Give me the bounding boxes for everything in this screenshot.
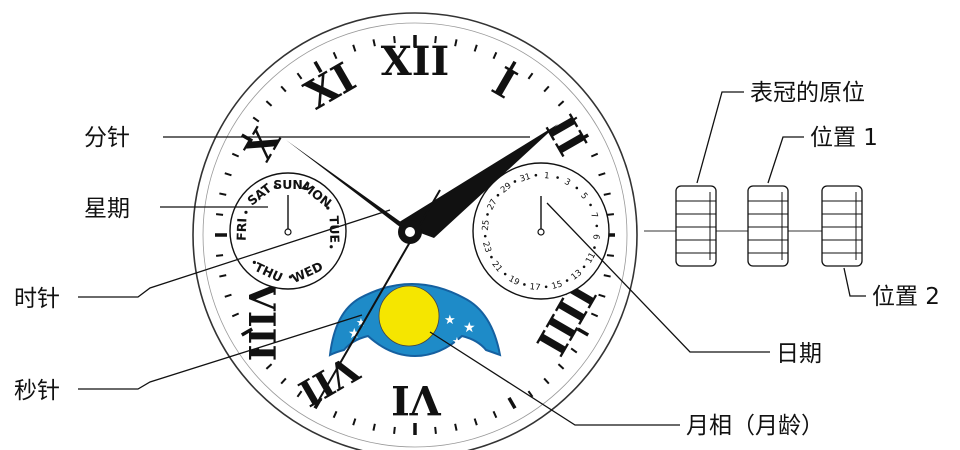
weekday-dot: [244, 211, 247, 214]
label-hour-hand: 时针: [14, 286, 60, 312]
star-icon: ★: [452, 335, 462, 348]
minute-tick: [607, 214, 614, 215]
date-dot: [589, 204, 592, 207]
date-dot: [535, 174, 538, 177]
minute-tick: [219, 275, 226, 276]
date-dot: [523, 283, 526, 286]
weekday-dot: [326, 206, 329, 209]
moon-icon: [379, 286, 439, 346]
weekday-dot: [289, 275, 292, 278]
label-moon-phase: 月相（月龄）: [686, 413, 824, 439]
date-label: 25: [481, 219, 492, 231]
weekday-label: FRI: [234, 218, 250, 241]
label-minute-hand: 分针: [84, 125, 130, 151]
date-dot: [504, 273, 507, 276]
weekday-pivot: [285, 229, 291, 235]
weekday-dot: [274, 185, 277, 188]
minute-tick: [607, 255, 614, 256]
leader-position-2: [844, 268, 866, 296]
numeral-xii: XII: [381, 38, 449, 85]
numeral-vi: VI: [391, 376, 442, 423]
minute-tick: [435, 427, 436, 434]
minute-tick: [216, 214, 223, 215]
minute-tick: [216, 255, 223, 256]
date-dot: [595, 225, 598, 228]
star-icon: ★: [444, 313, 456, 328]
crown-position-1: [748, 186, 788, 266]
leader-crown-original: [697, 92, 744, 183]
star-icon: ★: [463, 320, 476, 336]
date-dot: [566, 279, 569, 282]
minute-tick: [373, 39, 374, 46]
weekday-dot: [253, 261, 256, 264]
date-dot: [497, 194, 500, 197]
date-dot: [545, 285, 548, 288]
crown-original: [676, 186, 716, 266]
label-date: 日期: [776, 341, 822, 367]
minute-tick: [455, 39, 456, 46]
date-dot: [593, 246, 596, 249]
date-dot: [484, 235, 487, 238]
date-dot: [583, 266, 586, 269]
minute-tick: [219, 193, 226, 194]
weekday-label: SUN: [273, 177, 303, 192]
label-position-2: 位置 2: [872, 284, 940, 310]
minute-tick: [373, 424, 374, 431]
crown-position-2: [822, 186, 862, 266]
date-pivot: [538, 229, 544, 235]
leader-position-1: [768, 137, 804, 183]
date-label: 9: [592, 234, 603, 240]
label-second-hand: 秒针: [14, 378, 60, 404]
date-dot: [514, 180, 517, 183]
label-weekday: 星期: [84, 196, 130, 222]
date-dot: [556, 176, 559, 179]
date-label: 1: [544, 171, 550, 182]
minute-tick: [455, 424, 456, 431]
label-position-1: 位置 1: [810, 125, 878, 151]
weekday-dot: [330, 245, 333, 248]
date-label: 17: [529, 282, 541, 293]
date-dot: [490, 256, 493, 259]
date-dot: [486, 213, 489, 216]
minute-tick: [604, 275, 611, 276]
minute-tick: [604, 193, 611, 194]
numeral-viii: VIII: [240, 282, 282, 361]
minute-tick: [394, 427, 395, 434]
label-crown-original: 表冠的原位: [750, 80, 865, 106]
date-dot: [576, 187, 579, 190]
center-pivot-cap: [405, 227, 415, 237]
